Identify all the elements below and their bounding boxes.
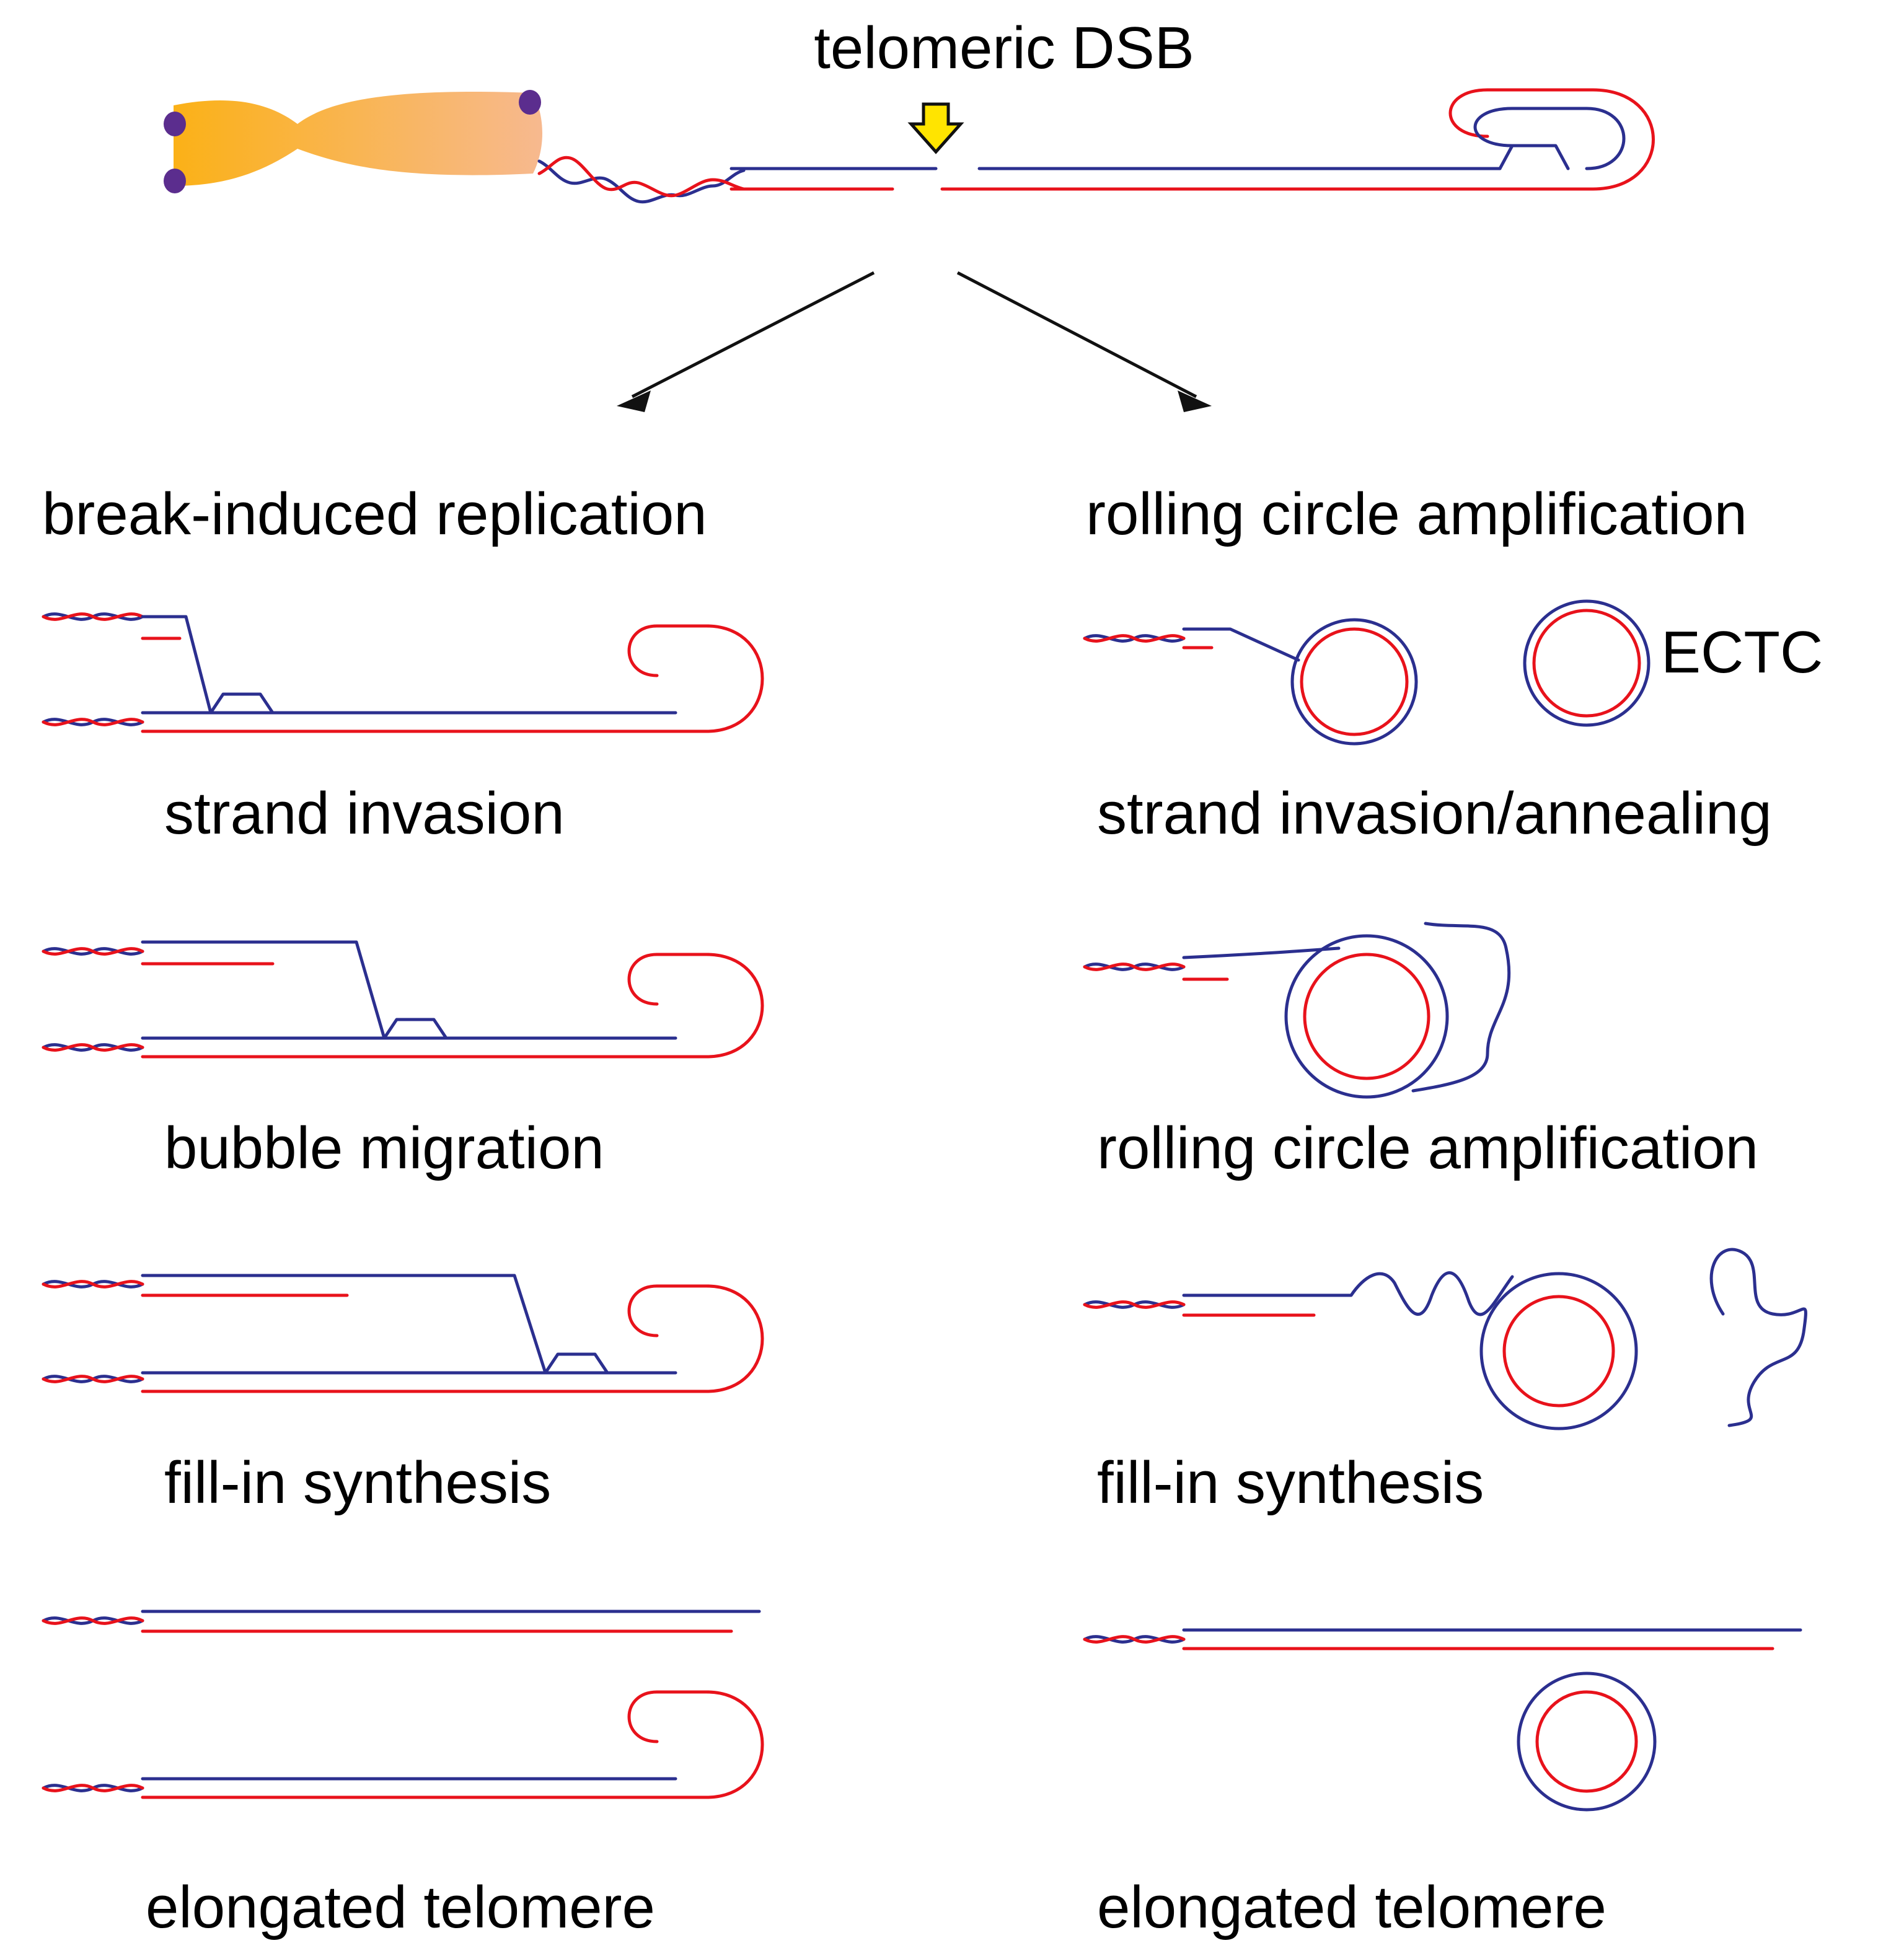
- pathway-arrows: [617, 271, 1212, 412]
- rca-step1-label: strand invasion/annealing: [1097, 780, 1772, 847]
- rca-step3-label: fill-in synthesis: [1097, 1450, 1484, 1516]
- rca-step2-diagram: [1083, 922, 1511, 1099]
- break-arrow-icon: [907, 102, 964, 154]
- rca-step2-label: rolling circle amplification: [1097, 1115, 1758, 1181]
- top-label: telomeric DSB: [814, 15, 1194, 81]
- chromosome-icon: [164, 90, 542, 193]
- rca-title: rolling circle amplification: [1086, 481, 1747, 547]
- rca-step3-diagram: [1083, 1248, 1807, 1430]
- rca-step4-diagram: [1083, 1628, 1802, 1812]
- bir-title: break-induced replication: [42, 481, 707, 547]
- ectc-label: ECTC: [1661, 619, 1823, 685]
- top-right-tloop: [940, 88, 1655, 191]
- bir-step3-label: fill-in synthesis: [164, 1450, 551, 1516]
- bir-step2-label: bubble migration: [164, 1115, 604, 1181]
- rca-step1-diagram: [1083, 599, 1651, 746]
- bir-step3-diagram: [42, 1274, 764, 1393]
- rca-step4-label: elongated telomere: [1097, 1874, 1606, 1941]
- bir-step1-diagram: [42, 612, 764, 733]
- bir-step4-diagram: [42, 1610, 764, 1799]
- bir-step4-label: elongated telomere: [146, 1874, 655, 1941]
- bir-step1-label: strand invasion: [164, 780, 565, 847]
- top-left-duplex: [537, 156, 938, 204]
- bir-step2-diagram: [42, 940, 764, 1059]
